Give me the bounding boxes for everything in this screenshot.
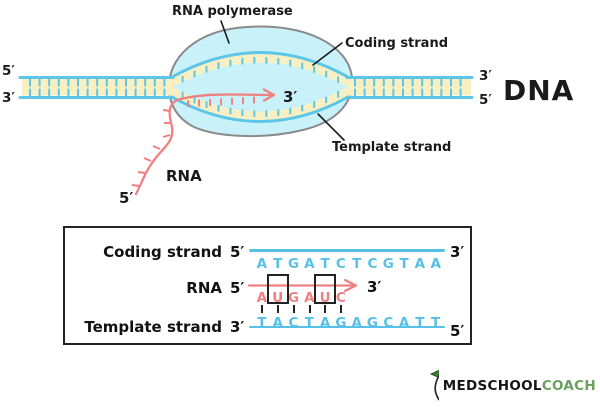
graduation-cap-stethoscope-icon — [429, 370, 439, 401]
base-letter: T — [304, 315, 314, 331]
template-strand-row-label: Template strand — [84, 318, 222, 336]
base-letter: T — [273, 256, 283, 272]
tick — [162, 134, 171, 138]
base-letter: T — [431, 315, 441, 331]
base-pair-tick — [261, 305, 264, 313]
base-letter: G — [287, 256, 300, 272]
template-strand-label: Template strand — [332, 140, 451, 155]
rna-row-label: RNA — [186, 279, 222, 297]
coding-strand-arc — [170, 51, 350, 79]
coding-strand-line — [249, 249, 445, 252]
highlight-box — [266, 274, 289, 304]
rna-3prime-panel-label: 3′ — [367, 278, 382, 296]
rna-5prime-label: 5′ — [119, 189, 133, 207]
base-letter: U — [319, 290, 331, 306]
rna-in-bubble — [175, 93, 276, 102]
base-letter: A — [351, 315, 362, 331]
rna-tail-ticks — [131, 109, 172, 187]
transcription-bubble-figure: RNA polymerase Coding strand Template st… — [2, 4, 574, 207]
coding-strand-row-label: Coding strand — [103, 243, 222, 261]
tick — [162, 109, 171, 112]
base-letter: A — [256, 290, 268, 306]
base-letter: T — [399, 256, 409, 272]
tick — [137, 171, 146, 174]
rna-ticks — [187, 96, 255, 108]
base-letter: T — [415, 315, 425, 331]
base-letter: G — [382, 256, 394, 272]
rna-label: RNA — [166, 167, 202, 185]
base-letter: C — [367, 256, 378, 272]
base-pair-tick — [308, 305, 311, 313]
medschoolcoach-logo: MEDSCHOOLCOACH — [428, 360, 596, 412]
base-pair-tick — [292, 305, 295, 313]
coding-strand-callout-line — [312, 42, 343, 66]
dna-left-5prime-label: 5′ — [2, 63, 15, 79]
tick — [131, 184, 140, 187]
base-letter: A — [304, 290, 315, 306]
base-letter: A — [319, 315, 331, 331]
rna-3prime-label: 3′ — [283, 88, 297, 106]
base-letter: C — [335, 290, 346, 306]
base-letter: C — [335, 256, 346, 272]
dna-right-5prime-label: 5′ — [479, 92, 492, 108]
coding-arc-ticks — [181, 57, 340, 83]
highlight-box — [314, 274, 337, 304]
base-letter: U — [272, 290, 284, 306]
rna-5prime-panel-label: 5′ — [230, 279, 245, 297]
template-5prime-label: 5′ — [450, 322, 465, 340]
base-letter: C — [288, 315, 299, 331]
tick — [152, 145, 161, 150]
coding-3prime-label: 3′ — [450, 243, 465, 261]
dna-left-ticks — [29, 78, 166, 97]
rna-tail — [134, 98, 179, 196]
base-letter: C — [383, 315, 394, 331]
base-letter: T — [257, 315, 267, 331]
base-letter: T — [320, 256, 330, 272]
template-strand-line — [249, 325, 445, 328]
base-letter: A — [272, 315, 283, 331]
rna-arrowhead — [262, 88, 276, 102]
base-letter: A — [414, 256, 426, 272]
dna-left-3prime-label: 3′ — [2, 90, 15, 106]
rna-polymerase-label: RNA polymerase — [172, 4, 293, 19]
tick — [143, 157, 152, 162]
base-letter: A — [398, 315, 410, 331]
base-letter: G — [287, 290, 300, 306]
template-arc-ticks — [181, 91, 340, 117]
coding-5prime-label: 5′ — [230, 243, 245, 261]
coding-strand-label: Coding strand — [345, 36, 448, 51]
base-letter: T — [352, 256, 362, 272]
polymerase-callout-line — [220, 20, 230, 44]
base-letter: G — [335, 315, 347, 331]
logo-text-secondary: COACH — [541, 378, 596, 394]
base-letter: A — [304, 256, 315, 272]
template-3prime-label: 3′ — [230, 318, 245, 336]
template-strand-callout-line — [317, 113, 345, 141]
logo-text-primary: MEDSCHOOL — [442, 378, 542, 394]
base-letter: A — [256, 256, 268, 272]
base-pair-tick — [324, 305, 327, 313]
dna-right-3prime-label: 3′ — [479, 68, 492, 84]
dna-label: DNA — [503, 74, 574, 107]
base-pair-tick — [276, 305, 279, 313]
logo-wordmark: MEDSCHOOLCOACH — [443, 378, 596, 394]
dna-right-ticks — [354, 78, 462, 97]
dna-right-bases — [347, 79, 471, 96]
base-letter: A — [430, 256, 441, 272]
base-letter: G — [366, 315, 379, 331]
template-strand-arc — [170, 95, 350, 123]
base-pair-tick — [340, 305, 343, 313]
